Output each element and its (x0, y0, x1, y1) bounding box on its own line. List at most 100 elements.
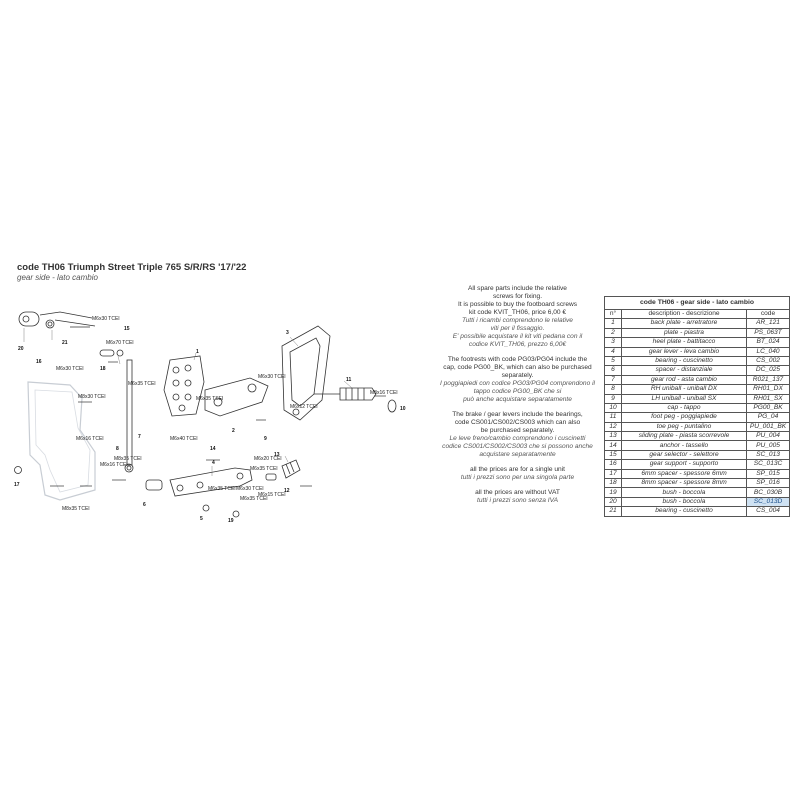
screw-label: M8x35 TCEI (62, 506, 90, 512)
part-description-cell: plate - piastra (621, 327, 747, 339)
part-number-cell: 19 (604, 487, 622, 498)
note-line: acquistare separatamente (479, 451, 556, 458)
part-description-cell: RH uniball - uniball DX (621, 384, 747, 395)
part-code-cell: PU_004 (746, 431, 790, 442)
part-label-19: 19 (228, 518, 234, 524)
part-description-cell: LH uniball - uniball SX (621, 393, 747, 404)
note-line: screws for fixing. (492, 293, 543, 300)
part-number-cell: 7 (604, 374, 622, 386)
part-code-cell: SC_013C (746, 459, 790, 470)
screw-label: M6x16 TCEI (76, 436, 104, 442)
part-4-gear-lever (169, 467, 253, 497)
col-header-description: description - descrizione (621, 308, 747, 320)
screw-labels: M6x30 TCEI M6x30 TCEI M6x70 TCEI M8x30 T… (56, 316, 398, 512)
part-label-2: 2 (232, 428, 235, 434)
note-line: The brake / gear levers include the bear… (452, 411, 583, 418)
part-code-cell: BT_024 (746, 337, 790, 348)
col-header-number: n° (604, 308, 622, 320)
part-label-7: 7 (138, 434, 141, 440)
note-line: It is possible to buy the footboard scre… (457, 301, 578, 308)
note-line: tappo codice PG00_BK che si (473, 388, 562, 395)
page-subtitle: gear side - lato cambio (17, 273, 98, 282)
part-description-cell: cap - tappo (621, 402, 747, 414)
screw-label: M6x35 TCEI (208, 486, 236, 492)
note-line: All spare parts include the relative (468, 285, 567, 292)
frame-outline (27, 381, 96, 501)
part-number-cell: 16 (604, 459, 622, 470)
col-header-code: code (746, 308, 790, 320)
part-number-labels: 20 21 16 15 18 17 1 2 3 4 5 6 7 8 9 10 1… (14, 326, 406, 524)
note-line: code CS001/CS002/CS003 which can also (454, 419, 581, 426)
part-3-heel-plate (281, 325, 331, 421)
part-number-cell: 8 (604, 384, 622, 395)
part-code-cell: CS_004 (746, 506, 790, 517)
note-line: all the prices are without VAT (475, 489, 560, 496)
part-label-3: 3 (286, 330, 289, 336)
part-number-cell: 20 (604, 496, 622, 508)
part-code-cell: LC_040 (746, 346, 790, 357)
part-label-9: 9 (264, 436, 267, 442)
part-19-bush (232, 510, 240, 518)
part-17-spacer (14, 466, 22, 474)
exploded-parts-diagram: 20 21 16 15 18 17 1 2 3 4 5 6 7 8 9 10 1… (14, 311, 406, 524)
note-line: Le leve freno/cambio comprendono i cusci… (449, 435, 586, 442)
part-code-cell: SC_013D (746, 496, 790, 508)
part-7-rod (126, 359, 133, 466)
note-line: all the prices are for a single unit (470, 466, 565, 473)
part-code-cell: SP_015 (746, 468, 790, 480)
part-description-cell: gear selector - selettore (621, 449, 747, 461)
part-code-cell: PU_005 (746, 440, 790, 451)
screw-label: M6x35 TCEI (250, 466, 278, 472)
note-line: tutti i prezzi sono per una singola part… (460, 474, 575, 481)
part-description-cell: gear support - supporto (621, 459, 747, 470)
screw-label: M6x70 TCEI (106, 340, 134, 346)
part-number-cell: 10 (604, 402, 622, 414)
screw-label: M6x20 TCEI (254, 456, 282, 462)
note-line: codice KVIT_TH06, prezzo 6,00€ (468, 341, 567, 348)
part-code-cell: PS_063T (746, 327, 790, 339)
part-5-bearing (202, 504, 210, 512)
part-number-cell: 12 (604, 421, 622, 433)
screw-label: M6x40 TCEI (170, 436, 198, 442)
note-line: E' possibile acquistare il kit viti peda… (452, 333, 583, 340)
part-number-cell: 4 (604, 346, 622, 357)
part-20-shape (18, 311, 40, 327)
part-2-plate (204, 377, 269, 417)
screw-label: M8x30 TCEI (78, 394, 106, 400)
screw-label: M6x30 TCEI (56, 366, 84, 372)
screw-label: M6x15 TCEI (258, 492, 286, 498)
part-number-cell: 5 (604, 355, 622, 367)
part-12-toe-peg (281, 459, 301, 479)
screw-label: M6x35 TSEI (196, 396, 223, 402)
part-description-cell: 8mm spacer - spessore 8mm (621, 478, 747, 489)
part-label-18: 18 (100, 366, 106, 372)
part-label-8: 8 (116, 446, 119, 452)
part-code-cell: PG_04 (746, 412, 790, 423)
part-description-cell: back plate - arretratore (621, 318, 747, 329)
note-line: può anche acquistare separatamente (463, 396, 572, 403)
part-label-20: 20 (18, 346, 24, 352)
part-number-cell: 2 (604, 327, 622, 339)
screw-label: M6x35 TCEI (128, 381, 156, 387)
part-label-4: 4 (212, 460, 215, 466)
part-label-16: 16 (36, 359, 42, 365)
part-code-cell: CS_002 (746, 355, 790, 367)
part-1-back-plate (163, 355, 205, 417)
part-description-cell: sliding plate - piasta scorrevole (621, 431, 747, 442)
